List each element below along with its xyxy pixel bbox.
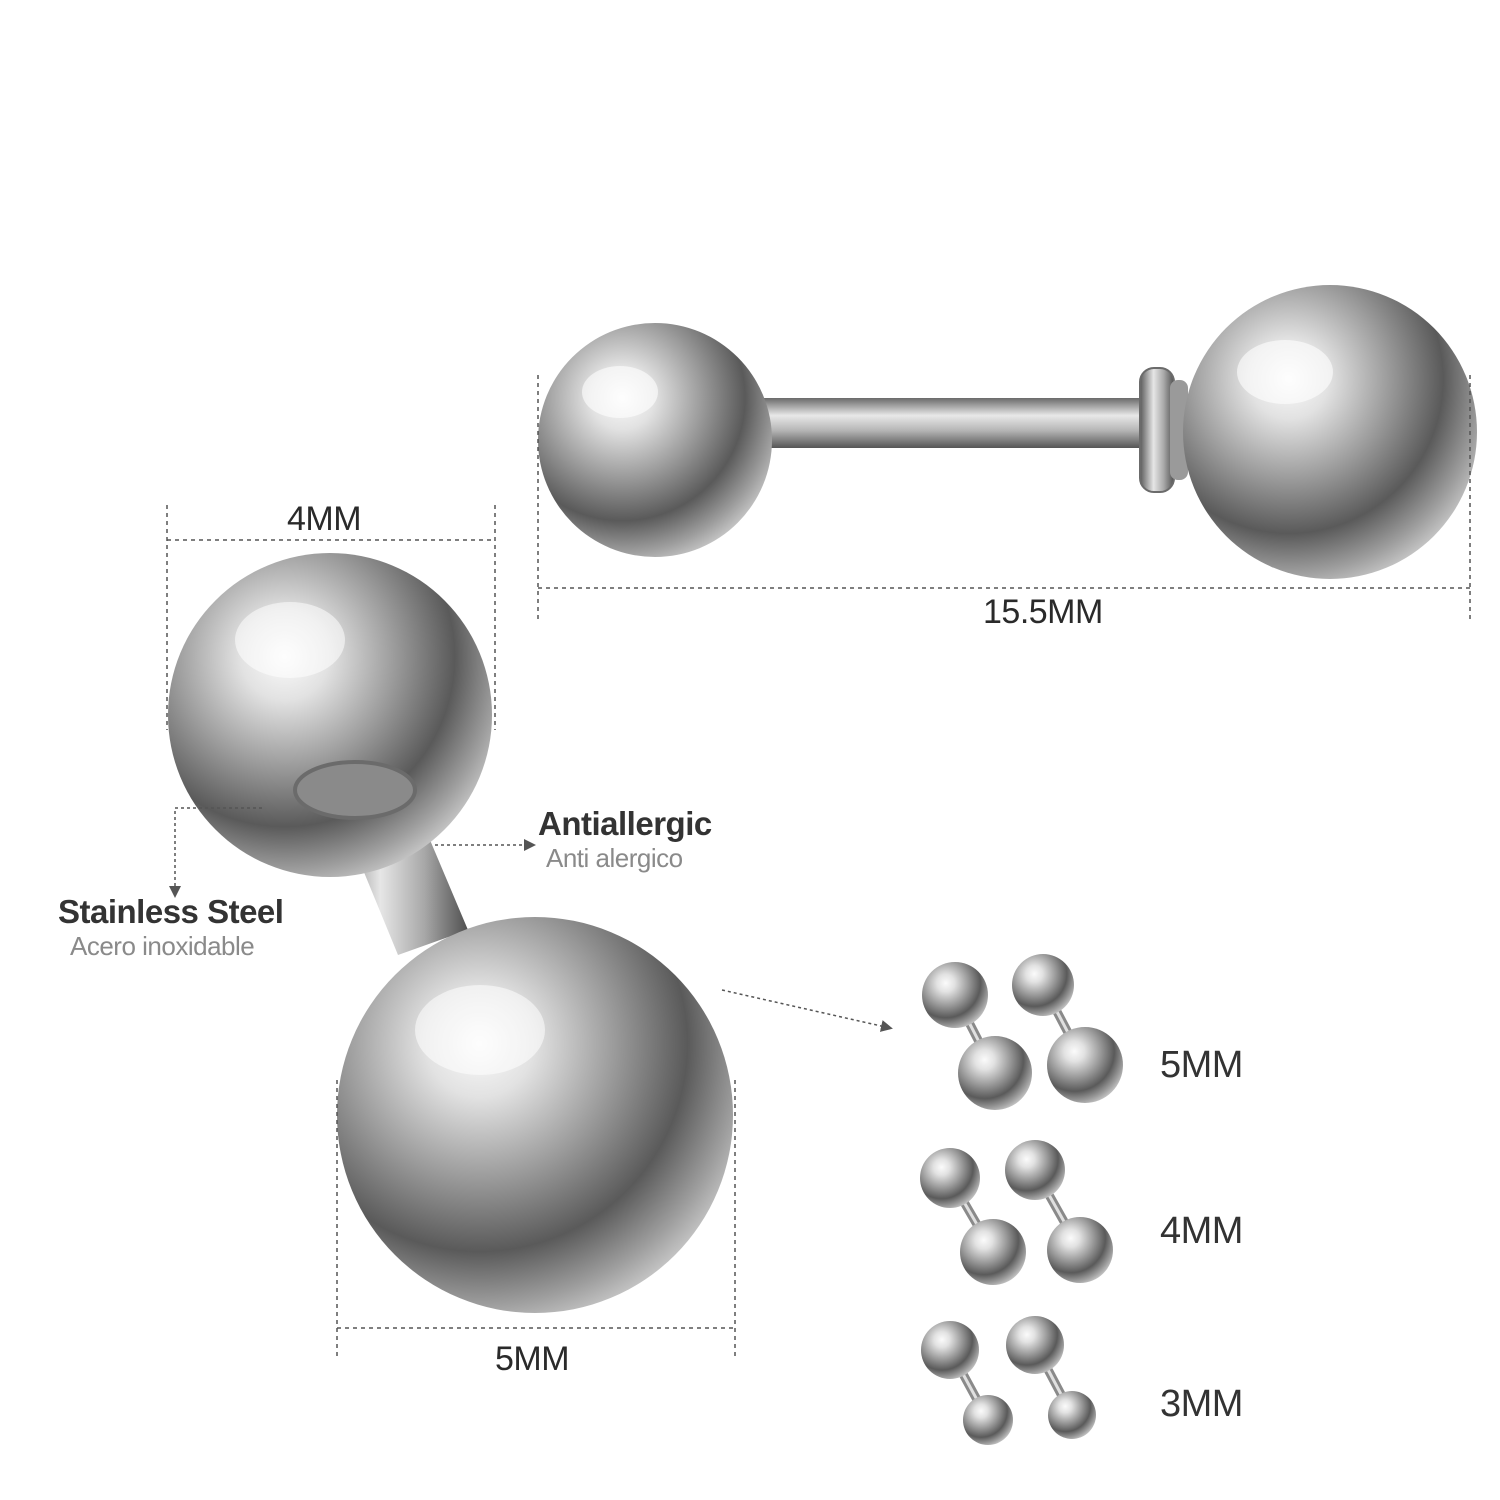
feature-antiallergic-title: Antiallergic [538, 805, 712, 842]
mini-barbell [1006, 1316, 1096, 1439]
size-option-thumbnails [920, 954, 1123, 1445]
barbell-horizontal [538, 285, 1477, 579]
mini-barbell [920, 1148, 1026, 1285]
feature-material-title: Stainless Steel [58, 893, 284, 930]
feature-material-subtitle: Acero inoxidable [70, 931, 255, 961]
size-option-label: 3MM [1160, 1383, 1243, 1425]
mini-barbell [1005, 1140, 1113, 1283]
size-option-label: 4MM [1160, 1210, 1243, 1252]
dimension-label-top-ball: 4MM [287, 500, 362, 538]
dimension-label-total-length: 15.5MM [983, 593, 1103, 631]
mini-barbell [1012, 954, 1123, 1103]
mini-barbell [921, 1321, 1013, 1445]
pointer-lines [169, 807, 893, 1032]
size-option-label: 5MM [1160, 1044, 1243, 1086]
dimension-guides [166, 375, 1471, 1358]
mini-barbell [922, 962, 1032, 1110]
barbell-diagonal [168, 553, 733, 1313]
dimension-label-bottom-ball: 5MM [495, 1340, 570, 1378]
feature-antiallergic-subtitle: Anti alergico [546, 843, 683, 873]
